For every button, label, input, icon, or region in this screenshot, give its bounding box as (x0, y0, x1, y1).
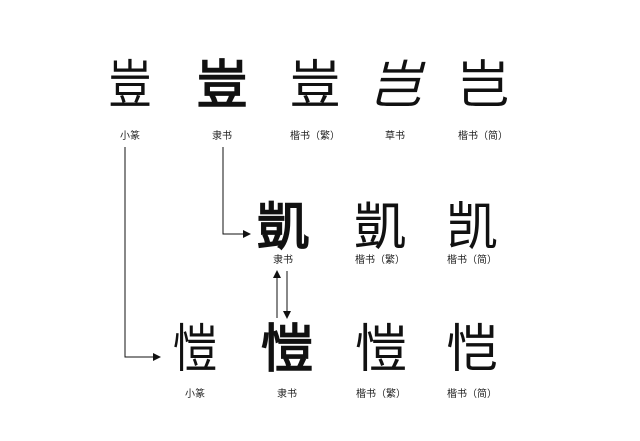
bottom-lishu-label: 隶书 (277, 389, 297, 400)
bottom-kaishu-jian-label: 楷书（简） (447, 389, 497, 400)
middle-kaishu-fan-glyph: 凱 (353, 198, 406, 258)
top-kaishu-fan-glyph: 豈 (288, 56, 341, 116)
arrow-xiaozhuan-to-kai-heart (124, 147, 161, 361)
top-xiaozhuan-label: 小篆 (120, 131, 140, 142)
middle-kaishu-fan-label: 楷书（繁） (355, 255, 405, 266)
middle-kaishu-jian-glyph: 凯 (445, 198, 498, 258)
bottom-kaishu-jian-glyph: 恺 (445, 320, 498, 380)
arrow-lishu-to-kai (222, 147, 251, 238)
bottom-kaishu-fan-label: 楷书（繁） (356, 389, 406, 400)
middle-kaishu-jian-label: 楷书（简） (447, 255, 497, 266)
bottom-xiaozhuan-glyph: 愷 (172, 320, 218, 380)
top-xiaozhuan-glyph: 豈 (107, 56, 153, 116)
top-kaishu-fan-label: 楷书（繁） (290, 131, 340, 142)
top-caoshu-glyph: 岂 (368, 56, 421, 116)
bottom-lishu-glyph: 愷 (260, 319, 313, 380)
middle-lishu-glyph: 凱 (256, 197, 309, 258)
top-kaishu-jian-glyph: 岂 (456, 56, 509, 116)
top-lishu-label: 隶书 (212, 131, 232, 142)
bottom-xiaozhuan-label: 小篆 (185, 389, 205, 400)
top-kaishu-jian-label: 楷书（简） (458, 131, 508, 142)
top-lishu-glyph: 豈 (195, 55, 248, 116)
bottom-kaishu-fan-glyph: 愷 (354, 320, 407, 380)
top-caoshu-label: 草书 (385, 131, 405, 142)
middle-lishu-label: 隶书 (273, 255, 293, 266)
